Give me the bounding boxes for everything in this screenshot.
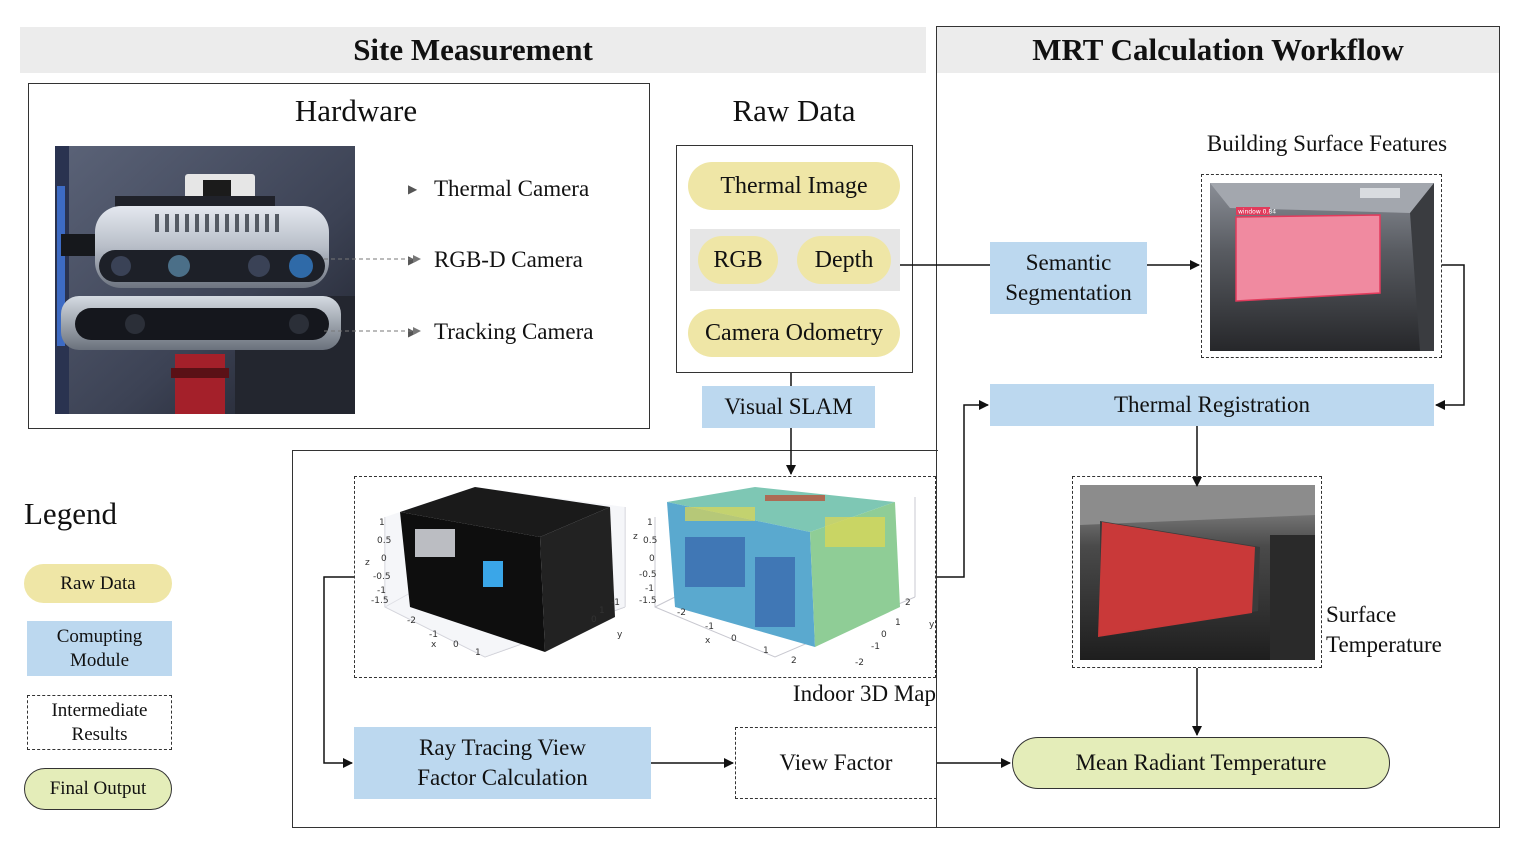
svg-text:y: y (929, 620, 935, 630)
arrow-right-icon: ▶ (408, 181, 418, 196)
point-cloud-plot: 10.50 -0.5-1-1.5 z -2-10 1x 01-1 y 10.5 (365, 487, 935, 668)
view-factor-box: View Factor (735, 727, 937, 799)
legend-computing-module: Comupting Module (27, 621, 172, 676)
svg-text:0: 0 (381, 554, 387, 564)
svg-text:x: x (705, 636, 711, 646)
camera-odometry-pill: Camera Odometry (688, 309, 900, 357)
mrt-workflow-header: MRT Calculation Workflow (937, 27, 1499, 73)
hardware-panel (28, 83, 650, 429)
svg-text:-1: -1 (377, 586, 386, 596)
ray-tracing-module: Ray Tracing View Factor Calculation (354, 727, 651, 799)
svg-text:-1.5: -1.5 (639, 596, 657, 606)
svg-text:1: 1 (599, 606, 605, 616)
svg-text:-1: -1 (429, 630, 438, 640)
semantic-segmentation-module: Semantic Segmentation (990, 242, 1147, 314)
hardware-item-tracking-camera: ▶ Tracking Camera (408, 319, 594, 344)
svg-text:2: 2 (791, 656, 797, 666)
indoor-3d-map-label: Indoor 3D Map (792, 681, 936, 706)
svg-text:0: 0 (649, 554, 655, 564)
svg-text:-0.5: -0.5 (639, 570, 657, 580)
map-region-frame (292, 450, 938, 828)
thermal-registration-module: Thermal Registration (990, 384, 1434, 426)
svg-text:0: 0 (881, 630, 887, 640)
svg-text:y: y (617, 630, 623, 640)
mean-radiant-temperature-output: Mean Radiant Temperature (1012, 737, 1390, 789)
svg-text:-2: -2 (855, 658, 864, 668)
visual-slam-module: Visual SLAM (702, 386, 875, 428)
svg-text:-0.5: -0.5 (373, 572, 391, 582)
raw-data-panel (676, 145, 913, 373)
svg-text:-1.5: -1.5 (371, 596, 389, 606)
svg-text:0.5: 0.5 (377, 536, 391, 546)
building-surface-features-label: Building Surface Features (1206, 131, 1448, 156)
svg-text:0.5: 0.5 (643, 536, 657, 546)
hardware-item-thermal-camera: ▶ Thermal Camera (408, 176, 590, 201)
svg-text:-2: -2 (677, 608, 686, 618)
svg-text:-2: -2 (407, 616, 416, 626)
camera-photo (55, 146, 355, 414)
svg-text:1: 1 (647, 518, 653, 528)
svg-text:2: 2 (905, 598, 911, 608)
depth-pill: Depth (797, 236, 891, 284)
surface-temperature-label: Surface Temperature (1326, 602, 1442, 657)
hardware-title: Hardware (294, 93, 418, 128)
svg-text:-1: -1 (871, 642, 880, 652)
svg-text:-1: -1 (705, 622, 714, 632)
svg-text:1: 1 (763, 646, 769, 656)
legend-title: Legend (24, 496, 117, 531)
legend-intermediate-results: Intermediate Results (27, 695, 172, 750)
segmentation-image: window 0.84 (1210, 183, 1434, 351)
rgb-pill: RGB (698, 236, 778, 284)
svg-text:1: 1 (895, 618, 901, 628)
svg-text:0: 0 (453, 640, 459, 650)
svg-text:x: x (431, 640, 437, 650)
svg-text:z: z (633, 532, 638, 542)
svg-text:1: 1 (379, 518, 385, 528)
mrt-workflow-frame (936, 26, 1500, 828)
building-surface-features-box (1201, 174, 1442, 358)
svg-text:0: 0 (731, 634, 737, 644)
arrow-right-icon: ▶ (408, 324, 418, 339)
arrow-right-icon: ▶ (408, 252, 418, 267)
segmentation-tag: window 0.84 (1238, 209, 1276, 216)
svg-text:-1: -1 (611, 598, 620, 608)
legend-final-output: Final Output (24, 768, 172, 810)
site-measurement-title: Site Measurement (353, 32, 593, 67)
svg-text:0: 0 (591, 615, 597, 625)
thermal-image-pill: Thermal Image (688, 162, 900, 210)
svg-text:1: 1 (475, 648, 481, 658)
hardware-item-rgbd-camera: ▶ RGB-D Camera (408, 247, 583, 272)
legend-raw-data: Raw Data (24, 564, 172, 603)
thermal-image (1080, 485, 1315, 660)
svg-text:-1: -1 (645, 584, 654, 594)
raw-data-title: Raw Data (732, 93, 856, 128)
svg-text:z: z (365, 558, 370, 568)
site-measurement-header: Site Measurement (20, 27, 926, 73)
mrt-workflow-title: MRT Calculation Workflow (1032, 32, 1404, 67)
